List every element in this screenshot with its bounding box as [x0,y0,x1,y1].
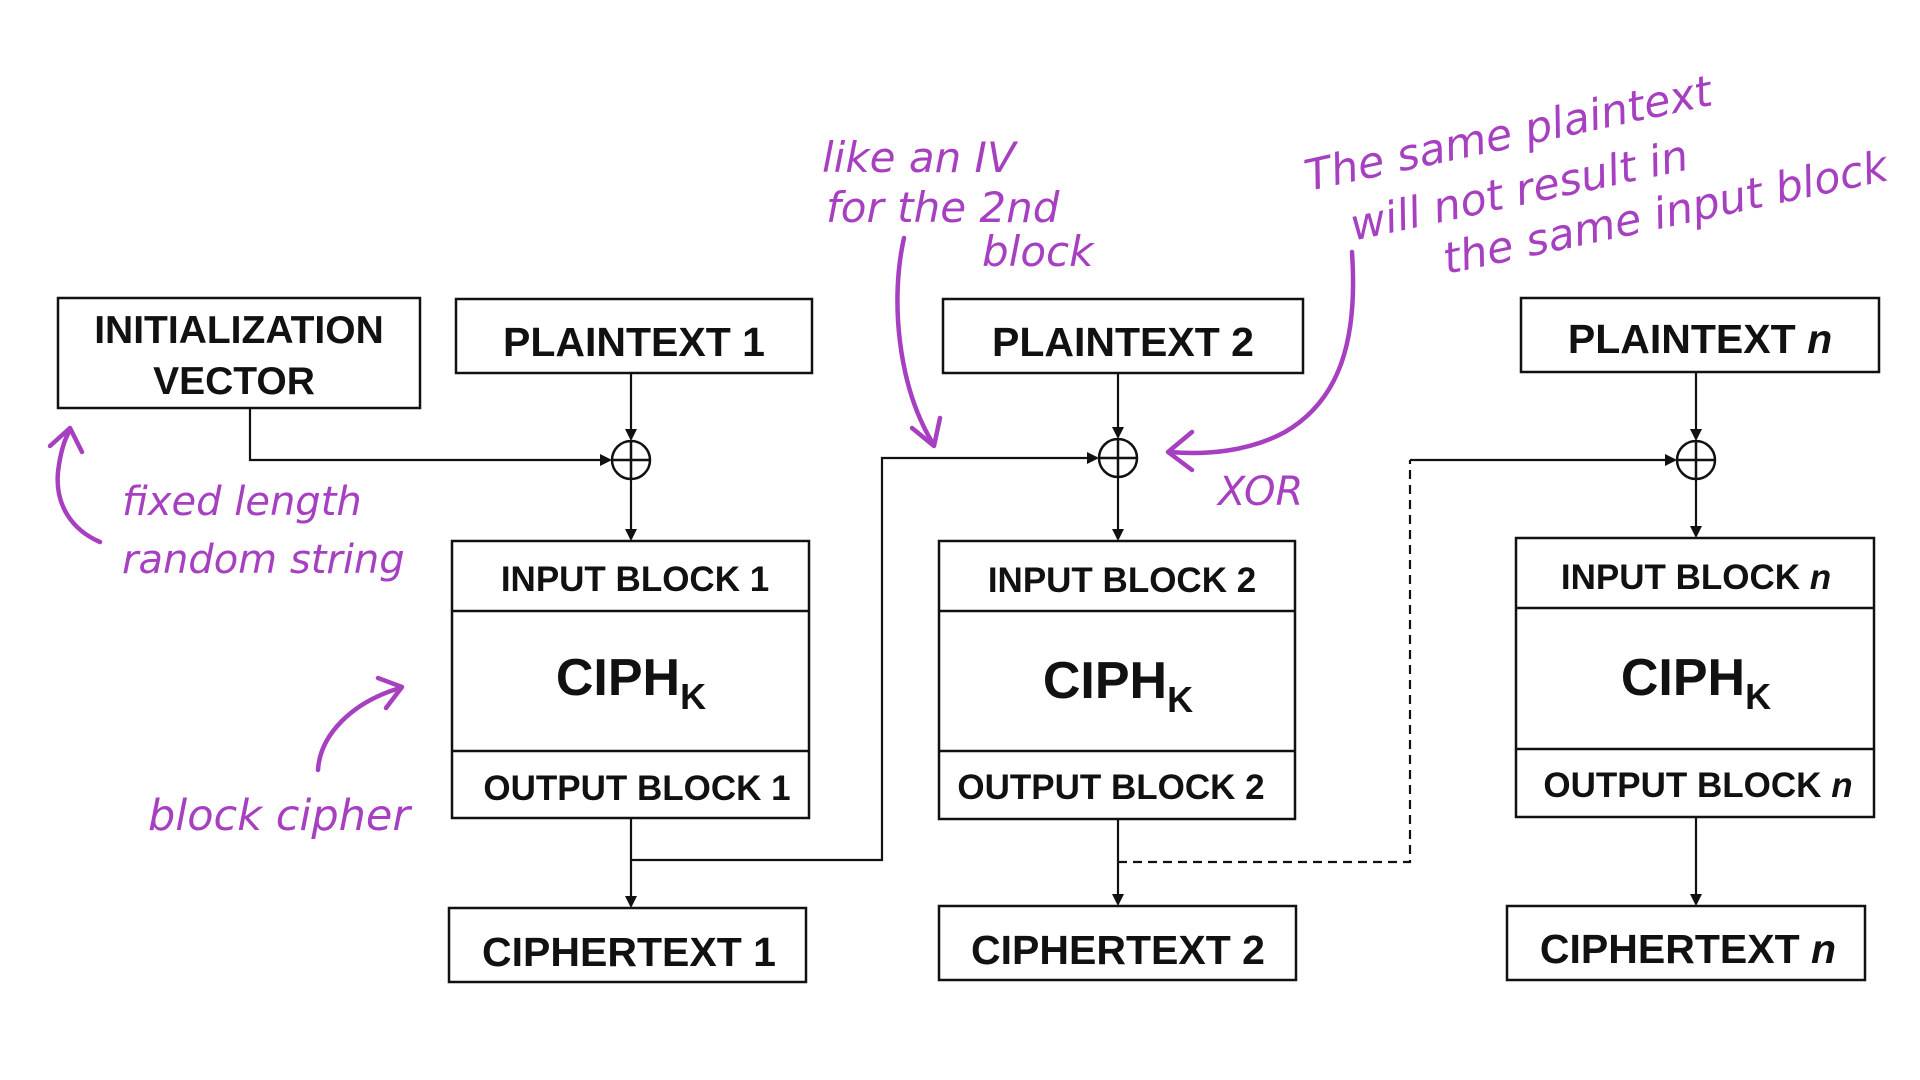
stage-1: PLAINTEXT 1 INPUT BLOCK 1 CIPHK OUTPUT B… [447,297,814,984]
iv-note-arrowhead [47,425,85,455]
ciphertext-1-box [447,906,808,984]
annotation-block-cipher: block cipher [148,675,412,841]
cipher-note-arrow [315,685,403,773]
iv-note-arrow [55,427,103,545]
ciphertext-2-box [937,904,1298,982]
annotation-chain: like an IV for the 2nd block [822,133,1095,449]
stage-n: PLAINTEXT n INPUT BLOCK n CIPHK OUTPUT B… [1505,296,1881,982]
plaintext-note-arrowhead [1165,429,1195,473]
annotation-plaintext: The same plaintext will not result in th… [1165,66,1895,473]
ciphertext-1-label: CIPHERTEXT 1 [482,929,776,975]
cipher-note-arrowhead [375,675,405,711]
annotation-xor: XOR [1216,469,1303,515]
connectors [248,372,1702,908]
plaintext-n-box [1519,296,1881,374]
output-block-n-label: OUTPUT BLOCK n [1543,766,1852,805]
iv-box: INITIALIZATION VECTOR [56,296,422,410]
iv-note-line1: fixed length [122,479,362,525]
xor-note: XOR [1216,469,1303,515]
plaintext-1-box [454,297,814,375]
ciphertext-n-box [1505,904,1867,982]
chain-note-arrowhead [909,415,943,449]
xor-1-icon [610,439,652,481]
ct1-to-xor2-arrow [631,452,1099,862]
ct2-to-xorn-dashed [1118,460,1412,864]
cipher-n-box [1514,536,1876,819]
xor-2-icon [1097,437,1139,479]
input-block-1-label: INPUT BLOCK 1 [501,560,769,599]
iv-label-line2: VECTOR [153,360,315,403]
chain-note-arrow [895,235,935,445]
plaintext-1-label: PLAINTEXT 1 [503,319,765,365]
plaintext-n-label: PLAINTEXT n [1568,316,1832,362]
cipher-1-box [450,539,811,820]
chain-note-line2: for the 2nd [826,183,1060,232]
ciphertext-2-label: CIPHERTEXT 2 [971,927,1265,973]
iv-note-line2: random string [122,537,405,583]
output-block-1-label: OUTPUT BLOCK 1 [483,769,790,808]
chain-note-line3: block [982,227,1095,276]
plaintext-2-box [941,297,1305,375]
xor-n-icon [1675,439,1717,481]
output-block-2-label: OUTPUT BLOCK 2 [957,768,1264,807]
cipher-2-box [937,539,1297,821]
stage-2: PLAINTEXT 2 INPUT BLOCK 2 CIPHK OUTPUT B… [937,297,1305,982]
ciph-2-label: CIPHK [1043,652,1193,720]
cipher-note: block cipher [148,791,412,841]
plaintext-note-arrow [1167,249,1356,456]
iv-to-xor1-arrow [248,408,612,466]
chain-note-line1: like an IV [822,133,1019,182]
plaintext-2-label: PLAINTEXT 2 [992,319,1254,365]
iv-label-line1: INITIALIZATION [94,309,384,352]
ciphertext-n-label: CIPHERTEXT n [1540,926,1836,972]
ciph-n-label: CIPHK [1621,649,1771,717]
input-block-2-label: INPUT BLOCK 2 [988,561,1256,600]
annotation-iv: fixed length random string [47,425,405,583]
ciph-1-label: CIPHK [556,649,706,717]
input-block-n-label: INPUT BLOCK n [1561,558,1831,597]
